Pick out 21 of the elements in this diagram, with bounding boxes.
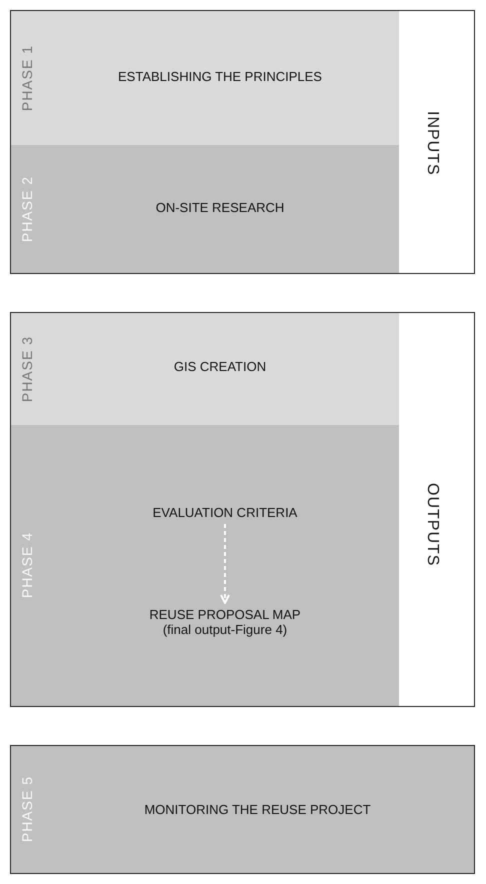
phase-title: GIS CREATION <box>172 359 268 374</box>
group-frame <box>10 312 475 707</box>
phase-band <box>10 745 475 874</box>
step-text: EVALUATION CRITERIA <box>152 505 298 520</box>
column-heading: OUTPUTS <box>423 483 441 566</box>
phase-label: PHASE 1 <box>19 44 35 112</box>
phase-title: MONITORING THE REUSE PROJECT <box>143 802 372 817</box>
group-frame <box>10 10 475 274</box>
phase-label: PHASE 5 <box>19 776 35 843</box>
step-text: REUSE PROPOSAL MAP (final output-Figure 4) <box>149 607 301 637</box>
column-heading: INPUTS <box>423 111 441 176</box>
phase-label: PHASE 2 <box>19 176 35 242</box>
phase-title: ON-SITE RESEARCH <box>154 200 286 215</box>
phase-band <box>11 313 399 425</box>
phase-band <box>11 11 399 145</box>
phase-label: PHASE 3 <box>19 336 35 402</box>
arrow <box>220 524 230 604</box>
phase-title: ESTABLISHING THE PRINCIPLES <box>117 69 323 84</box>
phase-label: PHASE 4 <box>19 532 35 599</box>
phase-band <box>11 425 399 706</box>
phase-band <box>11 145 399 273</box>
